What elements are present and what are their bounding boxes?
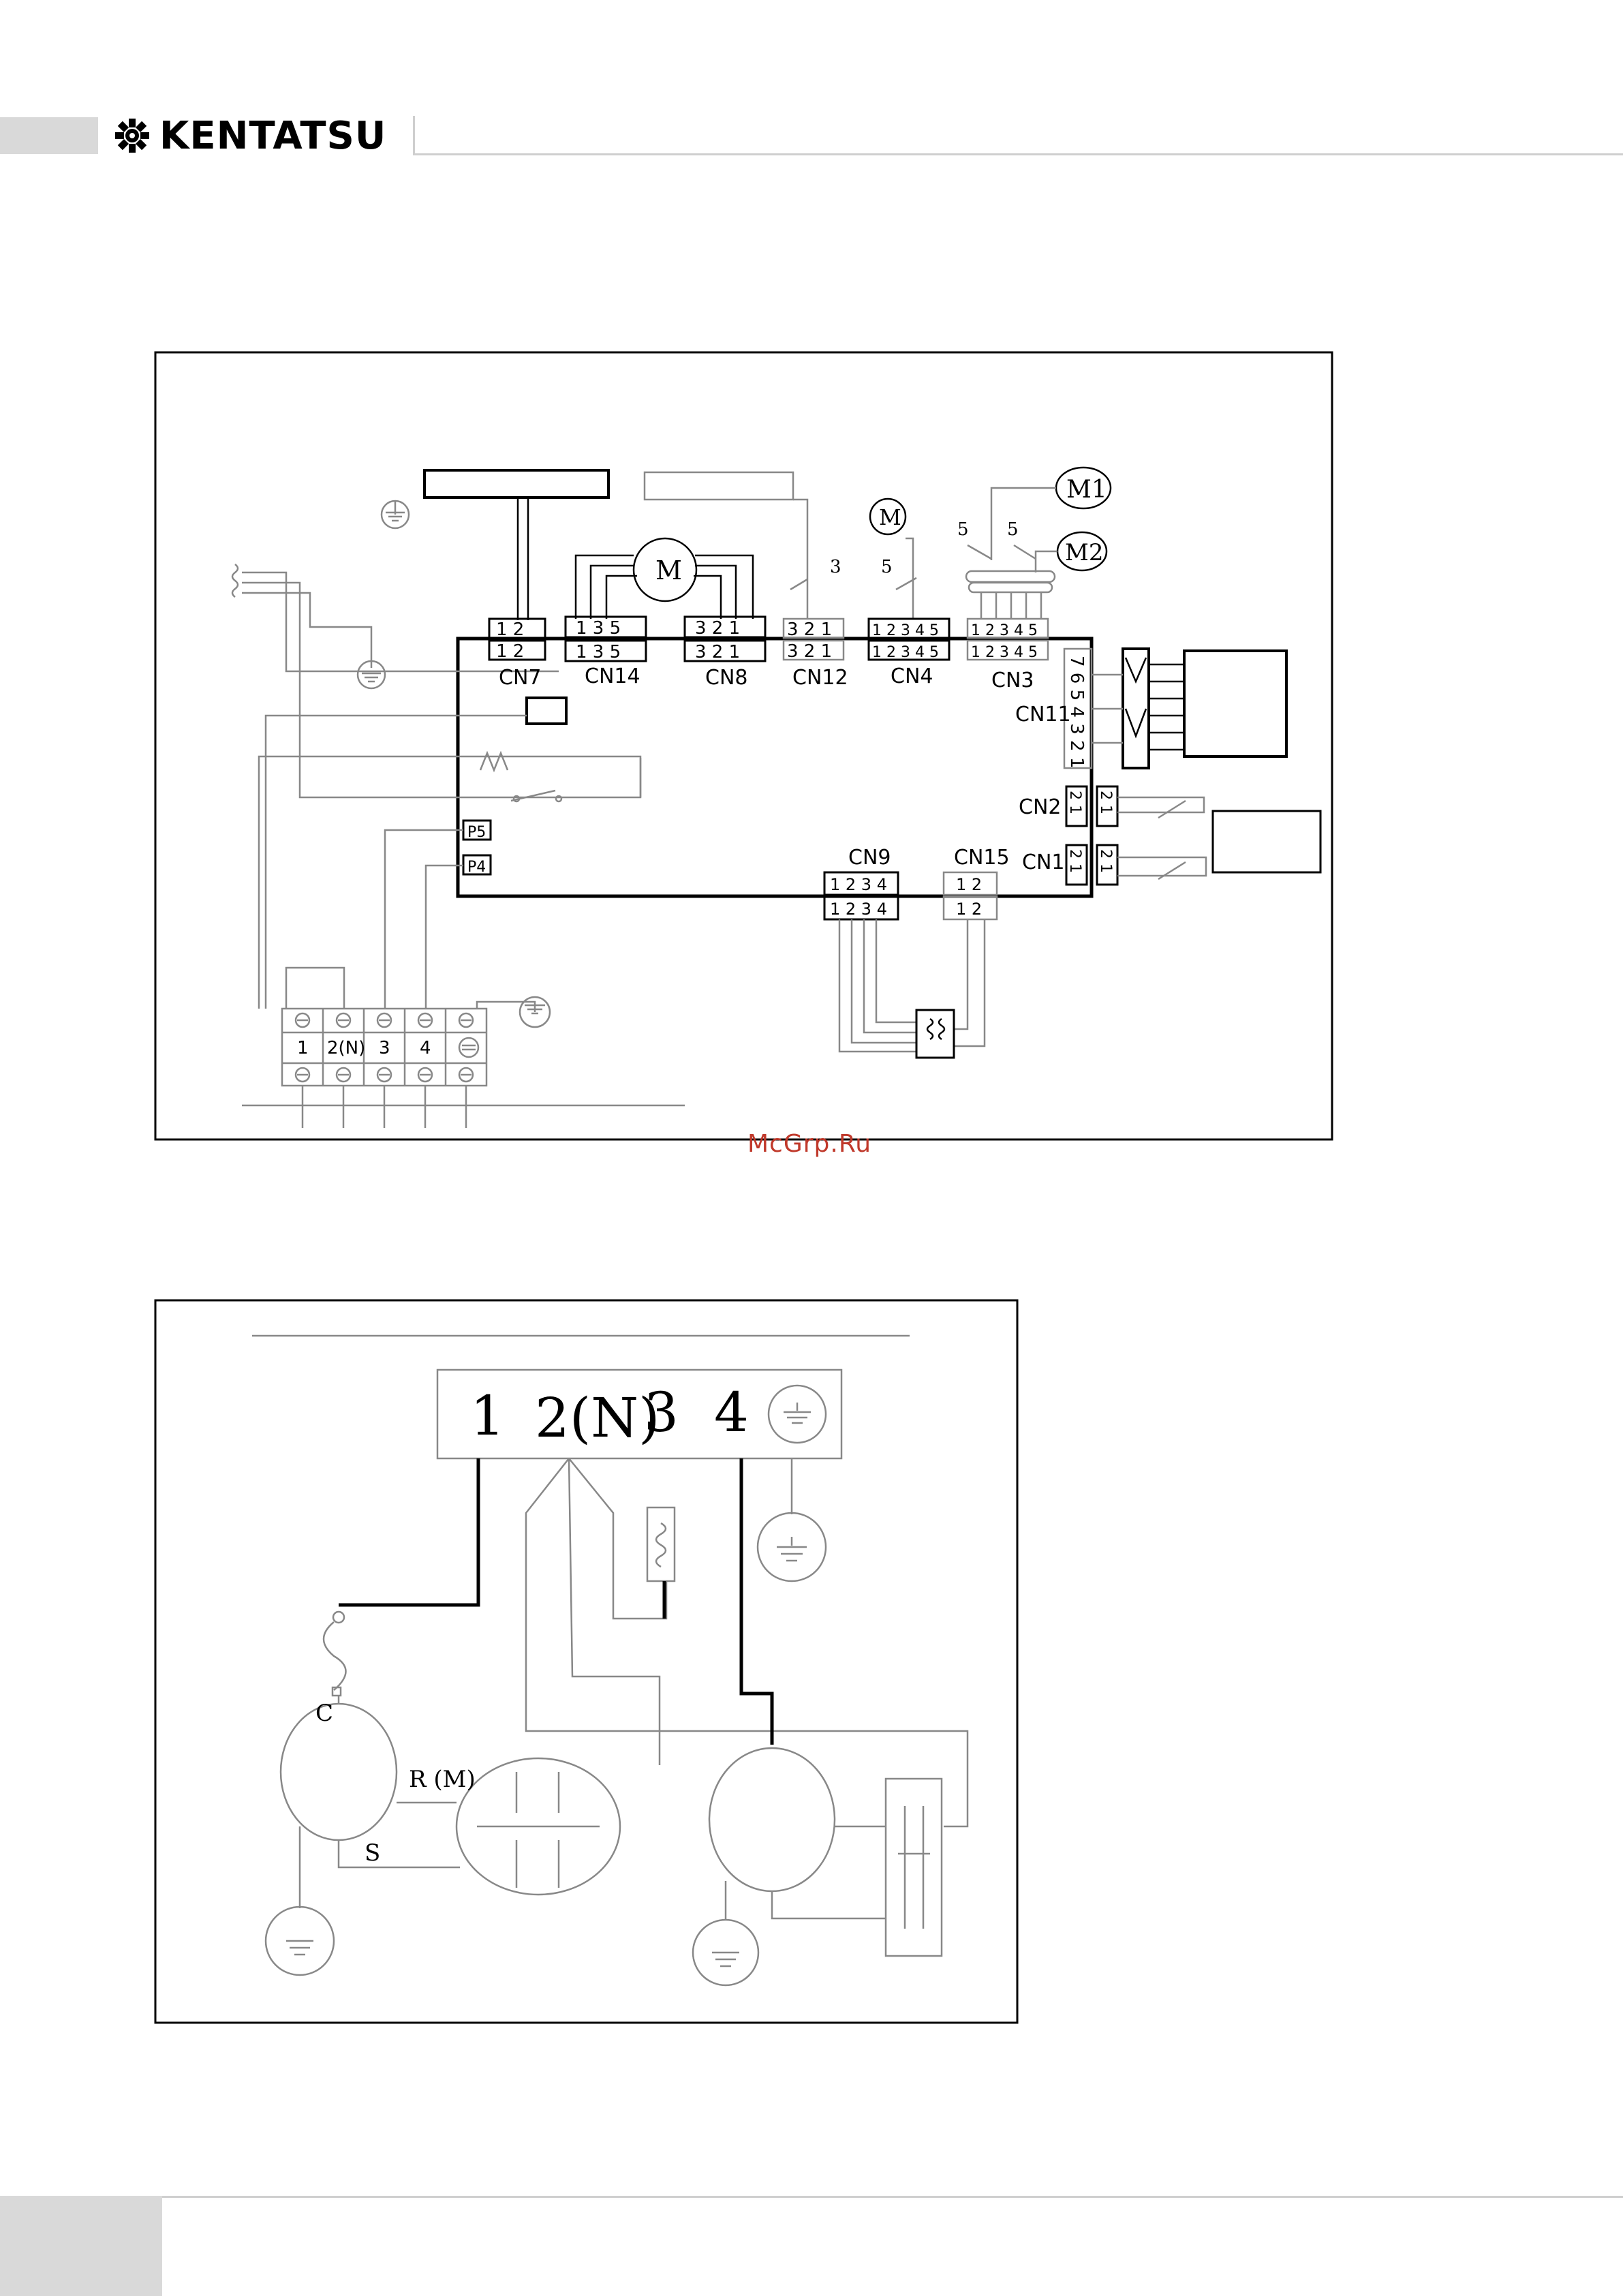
display-panel-box [1184,651,1286,756]
t2-terminal-2n: 2(N) [535,1386,660,1450]
sensor-board-box [645,472,793,500]
cn3-label: CN3 [991,669,1034,692]
cn4-wire-count: 5 [881,557,893,577]
m2-wire-count: 5 [1007,519,1019,540]
wiring-diagram-indoor: 1 2 1 2 CN7 1 3 5 1 3 5 CN14 3 2 1 3 2 1… [0,0,1623,1172]
watermark: McGrp.Ru [747,1130,871,1158]
cn14-label: CN14 [585,664,640,688]
cn8-pins: 3 2 1 [695,618,740,639]
cn12-label: CN12 [792,666,848,690]
cn2-pins-b: 2 1 [1097,791,1114,814]
compressor [281,1704,397,1840]
m2-label: M2 [1065,539,1103,566]
cn15-pins-b: 1 2 [956,900,982,919]
transformer [916,1010,954,1058]
t2-terminal-4: 4 [714,1381,749,1444]
ground-icon-terminal-2 [769,1386,826,1443]
relay-p4-label: P4 [467,859,486,876]
cn11-label: CN11 [1015,703,1071,726]
cn1-pins: 2 1 [1066,849,1083,873]
compressor-c-label: C [315,1700,333,1727]
compressor-s-label: S [365,1839,380,1867]
cn1-label: CN1 [1022,851,1064,874]
terminal-4: 4 [420,1038,431,1058]
cn1-pins-b: 2 1 [1097,849,1114,873]
cn14-pins-b: 1 3 5 [576,642,621,662]
cn7-pins: 1 2 [496,619,524,640]
cn2-label: CN2 [1019,795,1061,819]
terminal-2n: 2(N) [327,1038,365,1058]
cn12-pins-b: 3 2 1 [787,641,832,662]
footer-gray-block [0,2196,162,2296]
cn4-label: CN4 [891,664,933,688]
cn8-label: CN8 [705,666,747,690]
m1-label: M1 [1066,476,1107,504]
cn4-pins: 1 2 3 4 5 [872,622,939,639]
compressor-r-label: R (M) [409,1766,476,1793]
sensor-box-right [1213,811,1320,872]
louver-motor-label: M [879,504,901,530]
cn15-pins: 1 2 [956,875,982,894]
wiring-diagram-outdoor: 1 2(N) 3 4 C R (M) S [0,1295,1623,2045]
cn12-pins: 3 2 1 [787,619,832,640]
m1-wire-count: 5 [957,519,969,540]
fan-capacitor [886,1779,942,1956]
cn9-pins-b: 1 2 3 4 [830,900,887,919]
t2-terminal-3: 3 [644,1381,679,1444]
diagram-frame [155,352,1332,1139]
cn9-pins: 1 2 3 4 [830,875,887,894]
cn15-label: CN15 [954,846,1010,870]
t2-terminal-1: 1 [470,1384,505,1448]
outdoor-fan-motor [709,1748,835,1891]
cn7-label: CN7 [499,666,541,690]
fuse-box [527,698,566,724]
footer-rule [162,2196,1623,2198]
cn2-pins: 2 1 [1066,791,1083,814]
cn11-plug [1123,649,1149,768]
cn14-pins: 1 3 5 [576,618,621,639]
cn3-pins: 1 2 3 4 5 [971,622,1038,639]
terminal-1: 1 [297,1038,309,1058]
fan-motor-label: M [655,555,682,585]
cn12-wire-count: 3 [830,557,841,577]
relay-p5-label: P5 [467,824,486,841]
cn7-pins-b: 1 2 [496,641,524,662]
cn9-label: CN9 [848,846,891,870]
display-board-box [424,470,608,498]
cn8-pins-b: 3 2 1 [695,642,740,662]
terminal-3: 3 [379,1038,390,1058]
cn4-pins-b: 1 2 3 4 5 [872,644,939,661]
cn3-pins-b: 1 2 3 4 5 [971,644,1038,661]
